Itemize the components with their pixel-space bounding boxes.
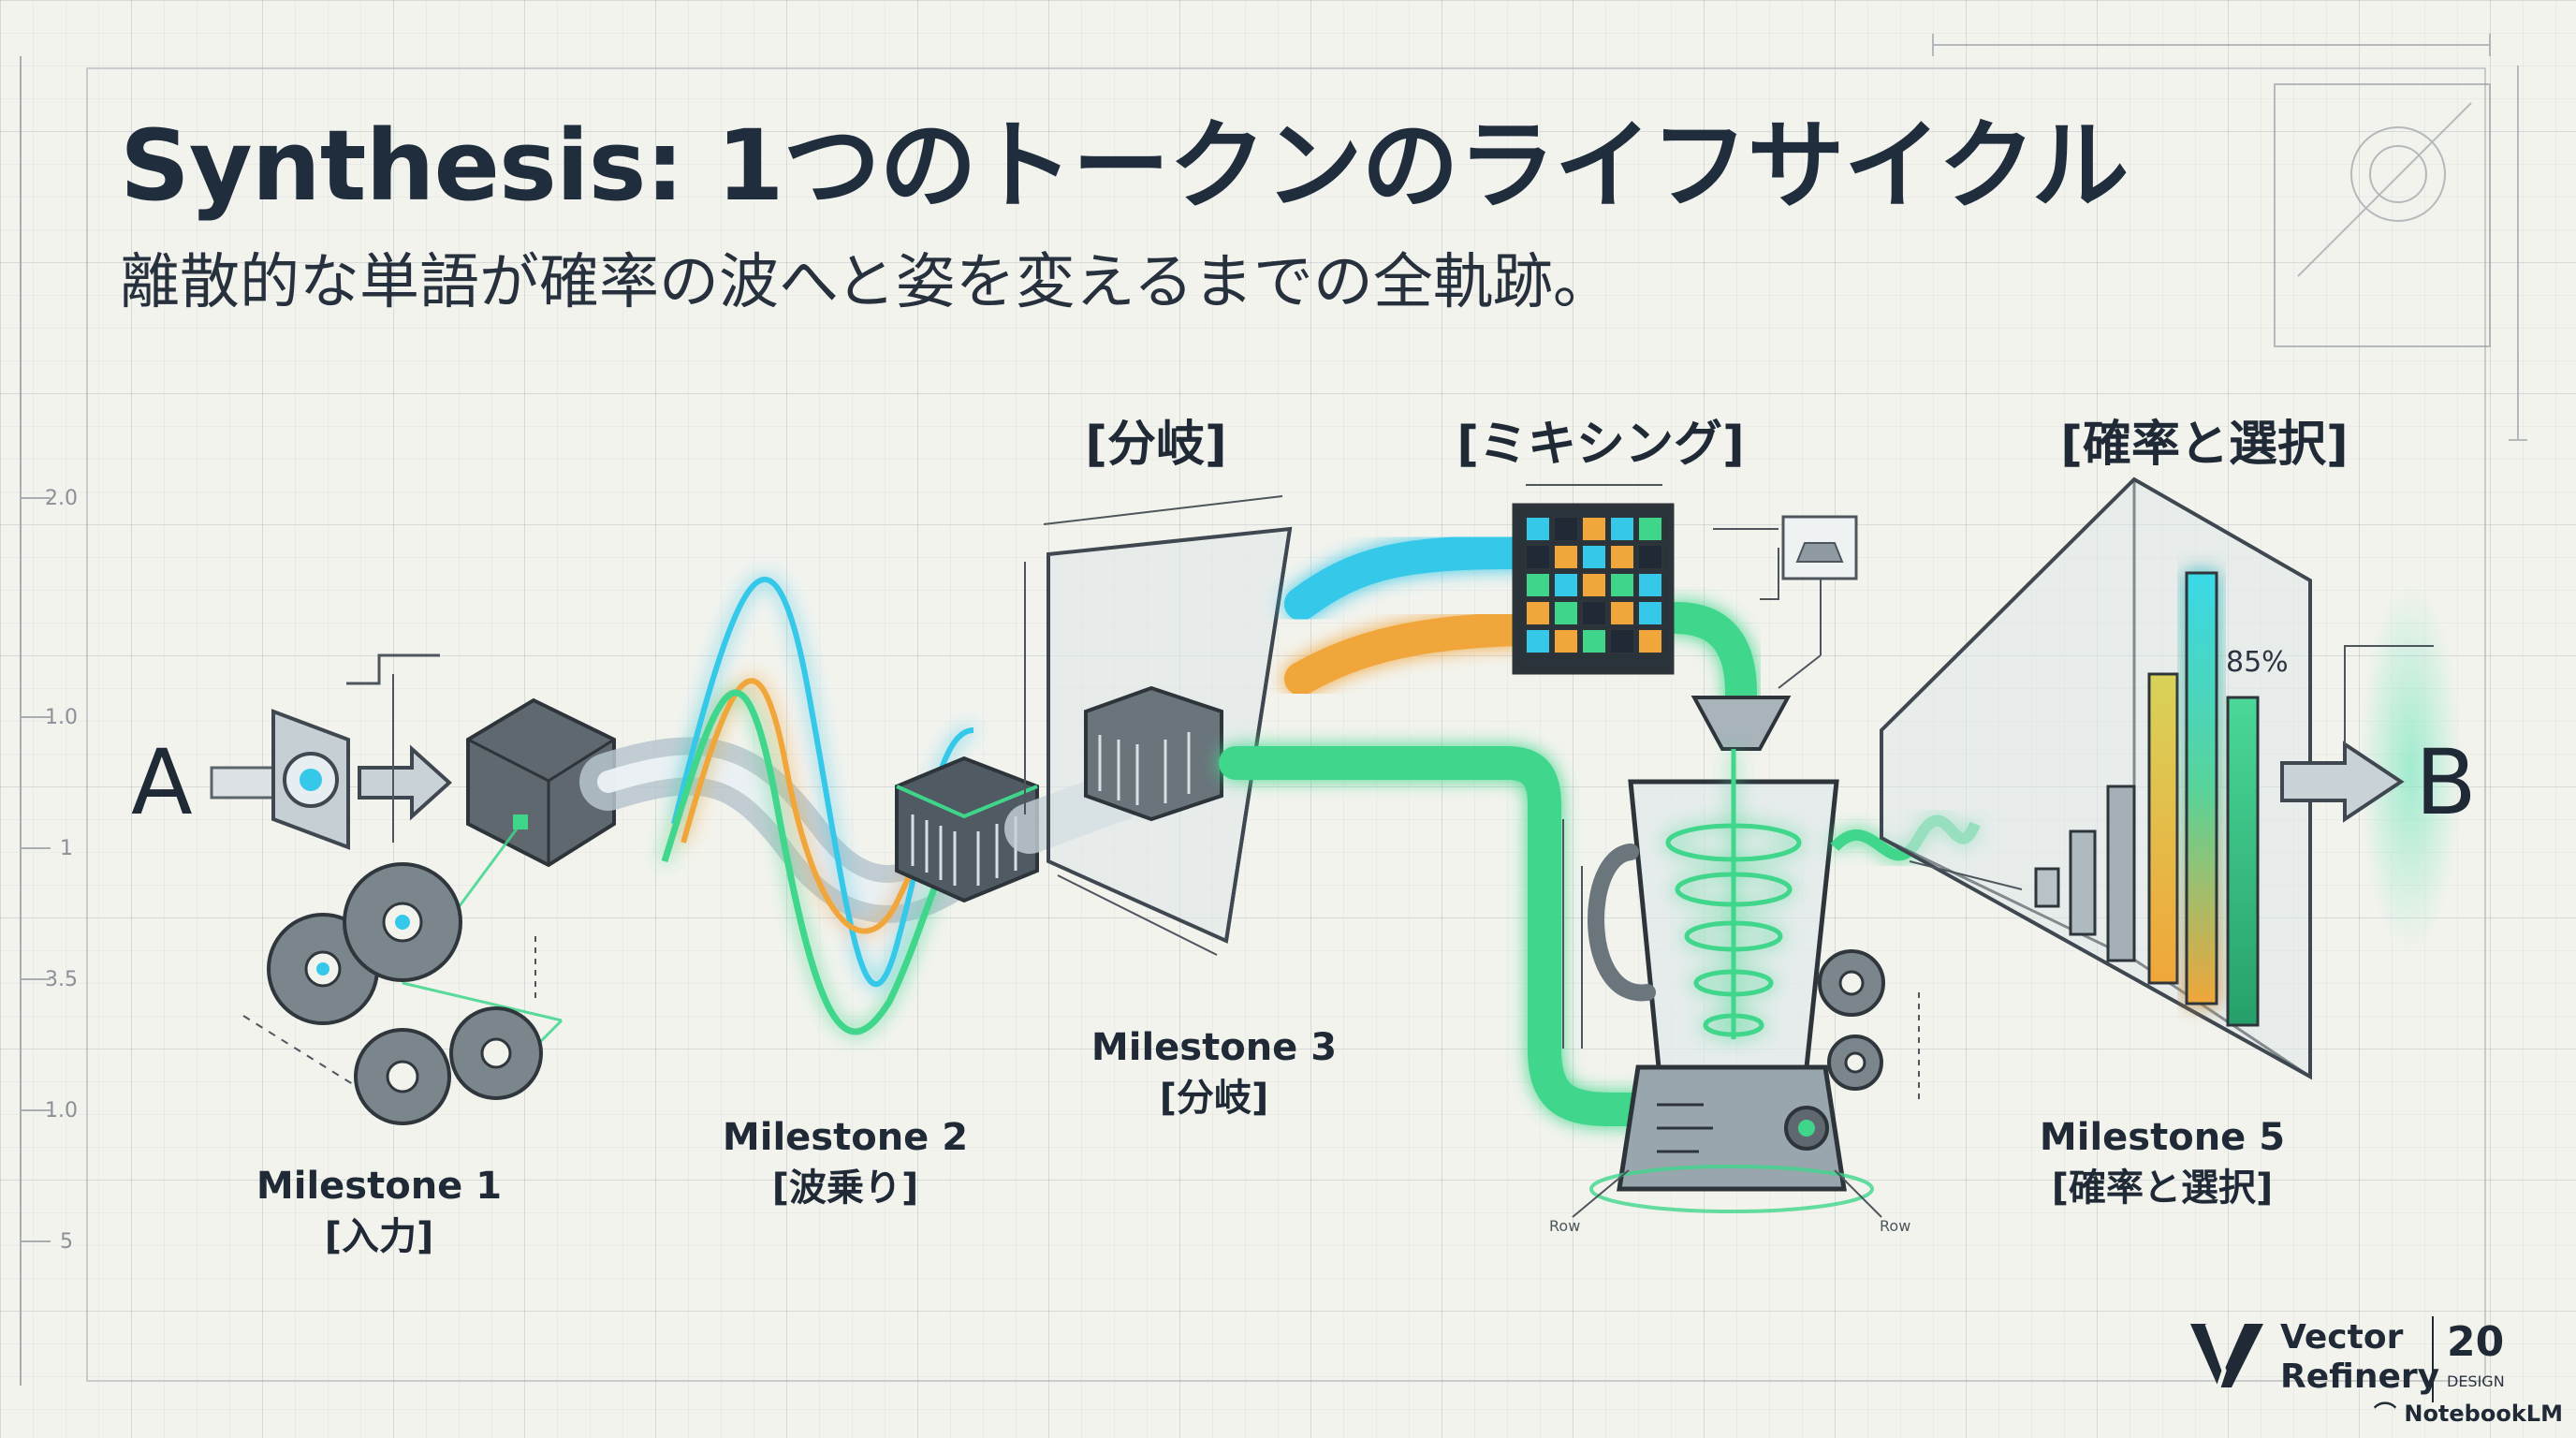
- notebooklm-icon: ⌒: [2374, 1401, 2396, 1427]
- ruler-tick-5: 1.0: [45, 1099, 78, 1123]
- milestone-3-caption: Milestone 3 [分岐]: [1091, 1022, 1337, 1123]
- milestone-5-caption: Milestone 5 [確率と選択]: [2040, 1112, 2285, 1213]
- flow-label-left: Row: [1549, 1217, 1581, 1235]
- logo-subtext: DESIGN: [2447, 1372, 2505, 1390]
- mixing-matrix: [1512, 484, 1858, 689]
- notebooklm-label: NotebookLM: [2404, 1401, 2563, 1427]
- milestone-1-name: Milestone 1: [256, 1165, 503, 1208]
- probability-bars: [2034, 571, 2260, 1027]
- section-label-mixing: [ミキシング]: [1456, 417, 1745, 473]
- milestone-5-name: Milestone 5: [2039, 1116, 2286, 1159]
- left-ruler: [20, 56, 51, 1386]
- logo-wordmark: Vector Refinery: [2280, 1318, 2439, 1397]
- output-arrow: [2280, 741, 2405, 823]
- corner-blueprint-decoration: [1932, 34, 2527, 441]
- logo-line-2: Refinery: [2280, 1357, 2440, 1396]
- logo-number: 20: [2447, 1318, 2505, 1366]
- branch-pipes: [1219, 536, 1757, 1126]
- ruler-tick-4: 3.5: [45, 968, 78, 991]
- bar-3: [2106, 785, 2136, 962]
- flow-label-right: Row: [1880, 1217, 1911, 1235]
- section-label-probability: [確率と選択]: [2060, 417, 2349, 473]
- milestone-5-label: [確率と選択]: [2051, 1167, 2274, 1210]
- bar-4: [2147, 672, 2179, 985]
- milestone-3-label: [分岐]: [1159, 1077, 1269, 1120]
- milestone-3-name: Milestone 3: [1090, 1026, 1338, 1069]
- ruler-tick-1: 2.0: [45, 487, 78, 510]
- milestone-2-label: [波乗り]: [771, 1167, 919, 1210]
- ruler-tick-6: 5: [60, 1230, 73, 1254]
- end-point-label: B: [2415, 730, 2477, 835]
- milestone-2-name: Milestone 2: [722, 1116, 969, 1159]
- bar-2: [2069, 829, 2097, 936]
- branch-prism: [1024, 495, 1293, 956]
- vector-refinery-logo-icon: [2190, 1323, 2263, 1388]
- bar-1: [2034, 867, 2060, 908]
- bar-6: [2226, 696, 2260, 1027]
- section-label-branch: [分岐]: [1085, 417, 1227, 473]
- ruler-tick-3: 1: [60, 837, 73, 860]
- notebooklm-badge: ⌒ NotebookLM: [2374, 1395, 2563, 1428]
- milestone-1-label: [入力]: [324, 1215, 434, 1258]
- page-subtitle: 離散的な単語が確率の波へと姿を変えるまでの全軌跡。: [120, 248, 1613, 317]
- vector-refinery-logo: Vector Refinery 20 DESIGN: [2187, 1311, 2561, 1414]
- milestone-2-caption: Milestone 2 [波乗り]: [723, 1112, 968, 1213]
- logo-line-1: Vector: [2280, 1318, 2404, 1357]
- ruler-tick-2: 1.0: [45, 706, 78, 729]
- logo-divider: [2432, 1316, 2434, 1402]
- start-point-label: A: [131, 730, 193, 835]
- page-title: Synthesis: 1つのトークンのライフサイクル: [120, 109, 2129, 223]
- milestone-1-caption: Milestone 1 [入力]: [256, 1161, 502, 1262]
- bar-5: [2185, 571, 2218, 1005]
- top-bar-percentage: 85%: [2226, 646, 2289, 679]
- mixing-blender: [1562, 696, 1920, 1218]
- input-stage: [210, 653, 616, 1125]
- page-frame: [86, 67, 2486, 1382]
- encoding-cube: [895, 756, 1039, 903]
